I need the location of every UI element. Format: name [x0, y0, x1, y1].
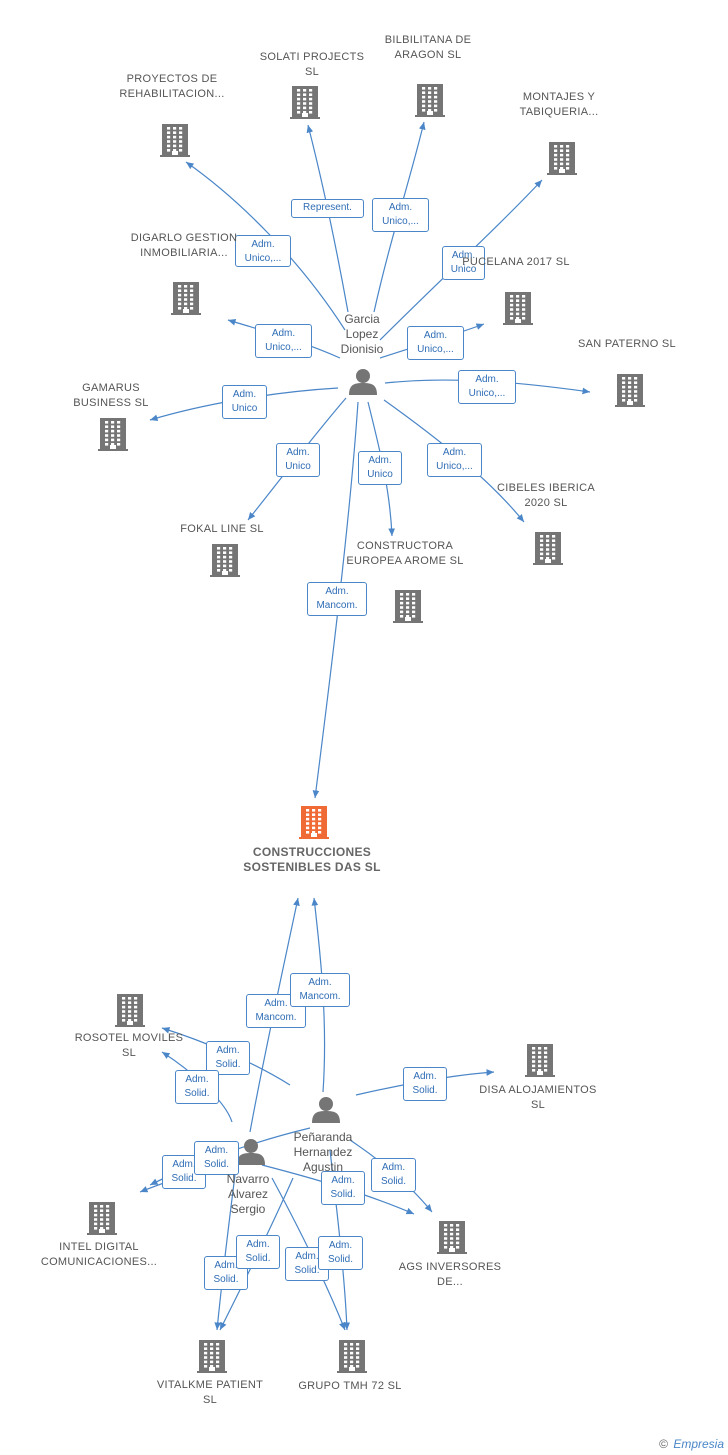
building-icon-bilbilitana[interactable]: [415, 84, 445, 117]
company-name-sanpaterno[interactable]: SAN PATERNO SL: [578, 338, 676, 350]
relation-label-garcia-proyectos[interactable]: Adm.Unico,...: [235, 235, 291, 267]
relation-label-garcia-solati[interactable]: Represent.: [291, 199, 364, 218]
relation-label-garcia-cibeles[interactable]: Adm.Unico,...: [427, 443, 482, 477]
person-name-navarro[interactable]: Navarro Alvarez Sergio: [226, 1172, 270, 1216]
building-icon-disa[interactable]: [525, 1044, 555, 1077]
person-icon-penaranda[interactable]: [312, 1097, 340, 1123]
relation-label-garcia-main[interactable]: Adm.Mancom.: [307, 582, 367, 616]
building-icon-cibeles[interactable]: [533, 532, 563, 565]
relation-label-navarro-ags[interactable]: Adm.Solid.: [321, 1171, 365, 1205]
relation-label-garcia-montajes[interactable]: Adm.Unico: [442, 246, 485, 280]
relation-label-garcia-sanpaterno[interactable]: Adm.Unico,...: [458, 370, 516, 404]
person-name-garcia[interactable]: Garcia Lopez Dionisio: [340, 312, 384, 356]
company-name-ags[interactable]: AGS INVERSORES DE...: [398, 1261, 502, 1288]
relation-label-navarro-rosotel[interactable]: Adm.Solid.: [175, 1070, 219, 1104]
company-name-intel[interactable]: INTEL DIGITAL COMUNICACIONES...: [40, 1241, 158, 1268]
company-name-solati[interactable]: SOLATI PROJECTS SL: [259, 51, 365, 78]
building-icon-constructora[interactable]: [393, 590, 423, 623]
main-building-icon-main[interactable]: [299, 806, 329, 839]
relation-label-penaranda-ags[interactable]: Adm.Solid.: [371, 1158, 416, 1192]
icons-layer: [87, 84, 645, 1373]
company-name-main[interactable]: CONSTRUCCIONES SOSTENIBLES DAS SL: [243, 845, 381, 874]
relation-edge-garcia-solati: [306, 124, 349, 313]
company-name-bilbilitana[interactable]: BILBILITANA DE ARAGON SL: [384, 34, 472, 61]
company-name-grupo[interactable]: GRUPO TMH 72 SL: [298, 1380, 402, 1392]
relation-label-navarro-vitalkme[interactable]: Adm.Solid.: [204, 1256, 248, 1290]
copyright-symbol: ©: [659, 1437, 668, 1451]
building-icon-proyectos[interactable]: [160, 124, 190, 157]
person-icon-garcia[interactable]: [349, 369, 377, 395]
company-name-cibeles[interactable]: CIBELES IBERICA 2020 SL: [496, 482, 596, 509]
company-name-pucelana[interactable]: PUCELANA 2017 SL: [462, 256, 570, 268]
relation-edge-garcia-proyectos: [185, 161, 346, 331]
building-icon-gamarus[interactable]: [98, 418, 128, 451]
relation-label-garcia-bilbilitana[interactable]: Adm.Unico,...: [372, 198, 429, 232]
building-icon-rosotel[interactable]: [115, 994, 145, 1027]
relation-label-penaranda-vitalkme[interactable]: Adm.Solid.: [236, 1235, 280, 1269]
building-icon-intel[interactable]: [87, 1202, 117, 1235]
relation-label-garcia-fokal[interactable]: Adm.Unico: [276, 443, 320, 477]
building-icon-grupo[interactable]: [337, 1340, 367, 1373]
relation-label-garcia-pucelana[interactable]: Adm.Unico,...: [407, 326, 464, 360]
relation-label-garcia-constructora[interactable]: Adm.Unico: [358, 451, 402, 485]
person-name-penaranda[interactable]: Peñaranda Hernandez Agustin: [293, 1130, 353, 1174]
company-name-proyectos[interactable]: PROYECTOS DE REHABILITACION...: [119, 73, 225, 100]
company-name-disa[interactable]: DISA ALOJAMIENTOS SL: [479, 1084, 597, 1111]
person-icon-navarro[interactable]: [237, 1139, 265, 1165]
relation-label-penaranda-rosotel[interactable]: Adm.Solid.: [206, 1041, 250, 1075]
building-icon-ags[interactable]: [437, 1221, 467, 1254]
company-name-rosotel[interactable]: ROSOTEL MOVILES SL: [74, 1032, 184, 1059]
brand-logo-text: Empresia: [673, 1437, 724, 1451]
company-name-constructora[interactable]: CONSTRUCTORA EUROPEA AROME SL: [346, 540, 464, 567]
company-name-montajes[interactable]: MONTAJES Y TABIQUERIA...: [519, 91, 599, 118]
company-name-gamarus[interactable]: GAMARUS BUSINESS SL: [73, 382, 149, 409]
relation-label-garcia-digarlo[interactable]: Adm.Unico,...: [255, 324, 312, 358]
building-icon-pucelana[interactable]: [503, 292, 533, 325]
relation-label-penaranda-disa[interactable]: Adm.Solid.: [403, 1067, 447, 1101]
relation-label-garcia-gamarus[interactable]: Adm.Unico: [222, 385, 267, 419]
company-name-vitalkme[interactable]: VITALKME PATIENT SL: [156, 1379, 264, 1406]
building-icon-vitalkme[interactable]: [197, 1340, 227, 1373]
building-icon-digarlo[interactable]: [171, 282, 201, 315]
building-icon-fokal[interactable]: [210, 544, 240, 577]
relation-edge-navarro-vitalkme: [214, 1174, 236, 1331]
building-icon-sanpaterno[interactable]: [615, 374, 645, 407]
footer-brand[interactable]: © Empresia: [659, 1437, 724, 1451]
company-name-fokal[interactable]: FOKAL LINE SL: [180, 523, 264, 535]
building-icon-montajes[interactable]: [547, 142, 577, 175]
relation-label-penaranda-intel[interactable]: Adm.Solid.: [194, 1141, 239, 1175]
relation-label-penaranda-grupo[interactable]: Adm.Solid.: [318, 1236, 363, 1270]
relation-label-penaranda-main[interactable]: Adm.Mancom.: [290, 973, 350, 1007]
company-name-digarlo[interactable]: DIGARLO GESTION INMOBILIARIA...: [130, 232, 238, 259]
building-icon-solati[interactable]: [290, 86, 320, 119]
